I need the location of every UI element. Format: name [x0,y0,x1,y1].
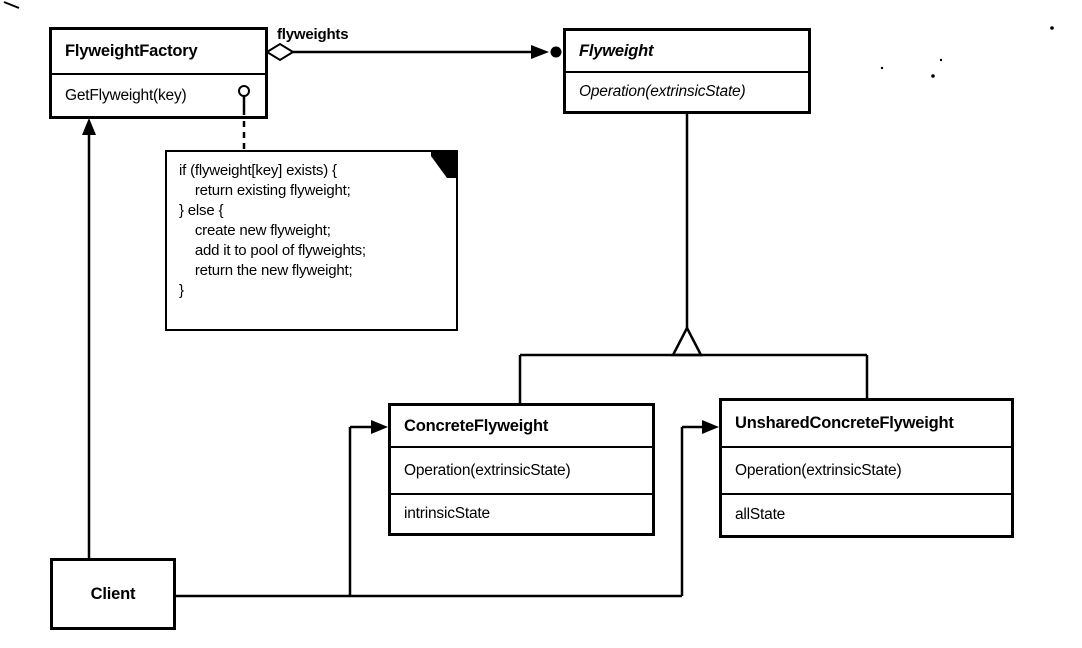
code-line: create new flyweight; [179,222,331,239]
class-method: GetFlyweight(key) [65,86,187,104]
class-method: Operation(extrinsicState) [722,448,1011,495]
class-box-flyweight-factory: FlyweightFactory GetFlyweight(key) [49,27,268,119]
arrowhead-icon [702,420,719,434]
aggregation-label: flyweights [277,26,349,43]
class-title: Flyweight [566,31,808,73]
arrowhead-icon [531,45,549,59]
class-box-client: Client [50,558,176,630]
code-line: add it to pool of flyweights; [179,242,366,259]
aggregation-flyweights-edge [265,42,562,62]
inheritance-edge [518,113,869,405]
aggregation-diamond-icon [265,42,295,62]
class-box-unshared-concrete-flyweight: UnsharedConcreteFlyweight Operation(extr… [719,398,1014,538]
class-box-concrete-flyweight: ConcreteFlyweight Operation(extrinsicSta… [388,403,655,536]
class-attribute: intrinsicState [404,505,490,522]
class-title: UnsharedConcreteFlyweight [722,401,1011,448]
code-line: return the new flyweight; [179,262,353,279]
arrowhead-icon [371,420,388,434]
code-line: return existing flyweight; [179,182,351,199]
class-title: ConcreteFlyweight [391,406,652,448]
arrowhead-icon [82,118,96,135]
class-title: Client [90,584,136,603]
code-line: } [179,282,184,299]
multiplicity-ball-icon [550,46,562,58]
class-box-flyweight: Flyweight Operation(extrinsicState) [563,28,811,114]
client-to-factory-edge [82,118,96,558]
class-title: FlyweightFactory [52,30,265,75]
code-line: } else { [179,202,224,219]
code-annotation-note: if (flyweight[key] exists) { return exis… [165,150,458,331]
class-method: Operation(extrinsicState) [579,83,746,100]
class-attribute: allState [735,506,786,523]
class-method: Operation(extrinsicState) [391,448,652,495]
code-line: if (flyweight[key] exists) { [179,162,337,179]
inheritance-triangle-icon [670,325,704,357]
